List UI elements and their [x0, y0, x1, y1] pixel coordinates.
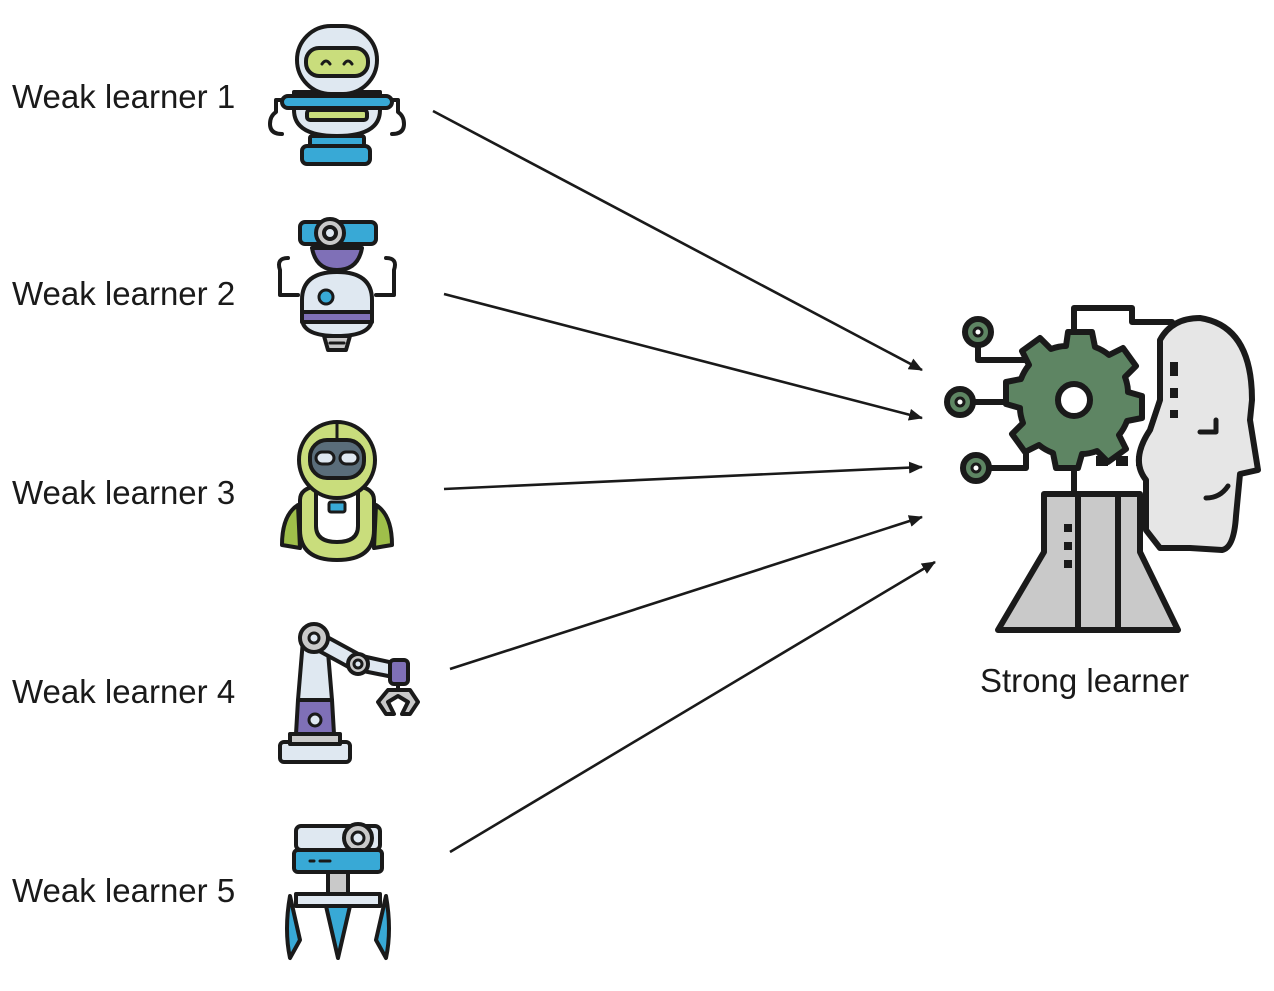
weak-learner-1-label: Weak learner 1: [12, 78, 236, 115]
weak-learner-4-label: Weak learner 4: [12, 673, 236, 710]
weak-learner-5-label: Weak learner 5: [12, 872, 236, 909]
ai-head-gear-icon: [944, 305, 1261, 633]
weak-learner-2-label: Weak learner 2: [12, 275, 236, 312]
robot-arm-icon: [278, 622, 420, 764]
weak-learner-3-label: Weak learner 3: [12, 474, 236, 511]
arrow-1: [432, 109, 923, 372]
robot-drone-icon: [277, 217, 397, 352]
arrow-3: [443, 461, 923, 491]
arrow-4: [449, 515, 923, 671]
robot-claw-icon: [285, 822, 391, 960]
robot-visor-icon: [268, 24, 406, 166]
strong-learner-label: Strong learner: [980, 662, 1190, 699]
arrow-2: [443, 292, 923, 421]
robot-round-icon: [280, 420, 394, 562]
arrow-5: [449, 560, 936, 854]
